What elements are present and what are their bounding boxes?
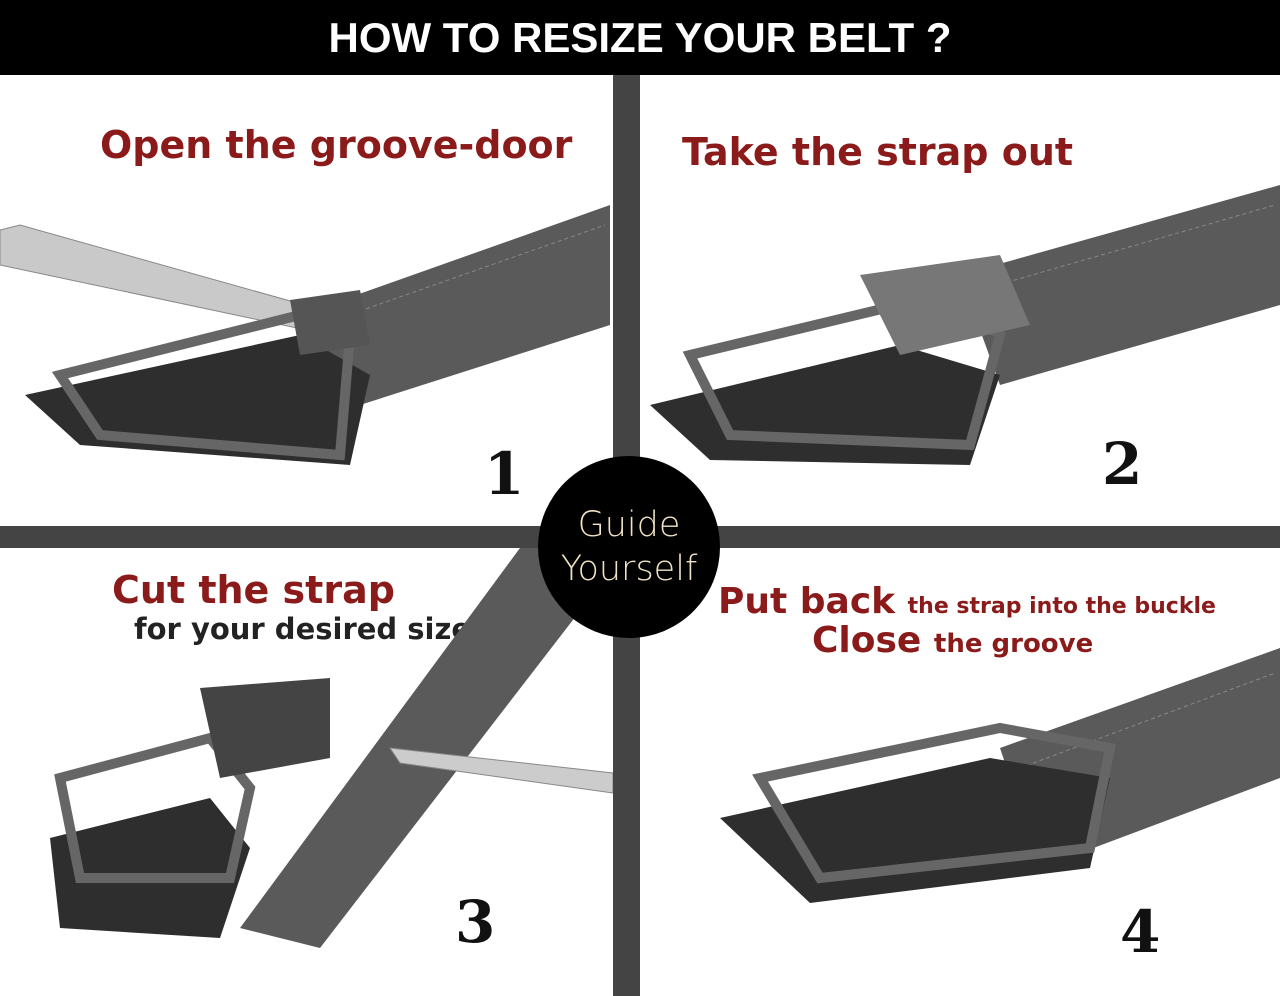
step-1-panel: Open the groove-door 1 — [0, 75, 613, 526]
belt-strap-removed-image — [650, 185, 1280, 465]
step-2-caption: Take the strap out — [682, 130, 1074, 174]
page-title: HOW TO RESIZE YOUR BELT ? — [0, 0, 1280, 75]
step-1-number: 1 — [484, 440, 525, 508]
step-4-caption-line-2: Close the groove — [812, 620, 1093, 661]
step-3-panel: Cut the strap for your desired size 3 — [0, 548, 613, 996]
step-4-bold-2: Close — [812, 620, 922, 661]
step-4-bold-1: Put back — [718, 581, 896, 622]
step-4-rest-1: the strap into the buckle — [907, 594, 1216, 619]
step-1-caption: Open the groove-door — [100, 123, 573, 167]
step-4-panel: Put back the strap into the buckle Close… — [640, 548, 1280, 996]
step-3-subcaption: for your desired size — [134, 612, 472, 646]
belt-buckle-open-image — [0, 205, 610, 465]
step-4-rest-2: the groove — [933, 629, 1094, 659]
guide-yourself-badge: Guide Yourself — [538, 456, 720, 638]
badge-line-1: Guide — [577, 505, 681, 545]
step-2-number: 2 — [1102, 430, 1143, 498]
step-4-number: 4 — [1120, 898, 1161, 966]
step-3-number: 3 — [455, 888, 496, 956]
belt-cut-image — [50, 548, 613, 948]
step-3-caption: Cut the strap — [112, 568, 395, 612]
badge-line-2: Yourself — [560, 549, 698, 589]
step-2-panel: Take the strap out 2 — [640, 75, 1280, 526]
belt-closed-image — [720, 648, 1280, 903]
step-4-caption-line-1: Put back the strap into the buckle — [718, 581, 1216, 622]
